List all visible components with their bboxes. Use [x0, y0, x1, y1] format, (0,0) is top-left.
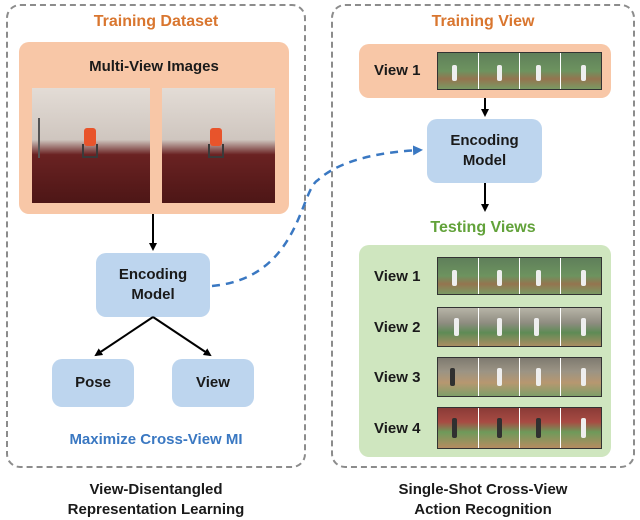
testing-view-label: View 3 [374, 369, 421, 386]
chair [208, 144, 224, 158]
multi-view-images-title: Multi-View Images [89, 58, 219, 75]
video-frame [520, 358, 561, 396]
testing-frame-strip-1 [437, 257, 602, 295]
testing-view-label: View 1 [374, 268, 421, 285]
video-frame [520, 308, 561, 346]
room-image-view-a [32, 88, 150, 203]
video-frame [520, 258, 561, 294]
video-frame [479, 258, 520, 294]
testing-view-label: View 4 [374, 420, 421, 437]
testing-frame-strip-4 [437, 407, 602, 449]
objective-text: Maximize Cross-View MI [69, 431, 243, 448]
video-frame [438, 308, 479, 346]
left-caption: View-Disentangled Representation Learnin… [67, 481, 245, 518]
video-frame [438, 53, 479, 89]
room-image-view-b [162, 88, 275, 203]
camera-tripod [38, 118, 40, 158]
training-view-label: View 1 [374, 62, 421, 79]
person-figure [210, 128, 222, 146]
video-frame [561, 408, 601, 448]
video-frame [561, 258, 601, 294]
video-frame [561, 358, 601, 396]
testing-views-heading: Testing Views [430, 219, 536, 236]
training-frame-strip [437, 52, 602, 90]
video-frame [479, 408, 520, 448]
dashed-transfer-arrow [211, 145, 423, 288]
left-panel [6, 4, 306, 468]
video-frame [479, 308, 520, 346]
chair [82, 144, 98, 158]
pose-box: Pose [52, 359, 134, 407]
arrow-encoder-to-pose [94, 316, 154, 357]
video-frame [438, 358, 479, 396]
video-frame [438, 408, 479, 448]
person-figure [84, 128, 96, 146]
video-frame [479, 53, 520, 89]
training-dataset-heading: Training Dataset [93, 13, 219, 30]
testing-frame-strip-2 [437, 307, 602, 347]
testing-frame-strip-3 [437, 357, 602, 397]
video-frame [561, 308, 601, 346]
arrow-encoder-to-view [152, 316, 212, 357]
right-panel [331, 4, 635, 468]
testing-view-label: View 2 [374, 319, 421, 336]
video-frame [520, 53, 561, 89]
video-frame [438, 258, 479, 294]
right-caption: Single-Shot Cross-View Action Recognitio… [398, 481, 568, 518]
video-frame [561, 53, 601, 89]
view-box: View [172, 359, 254, 407]
video-frame [479, 358, 520, 396]
training-view-heading: Training View [431, 13, 535, 30]
video-frame [520, 408, 561, 448]
